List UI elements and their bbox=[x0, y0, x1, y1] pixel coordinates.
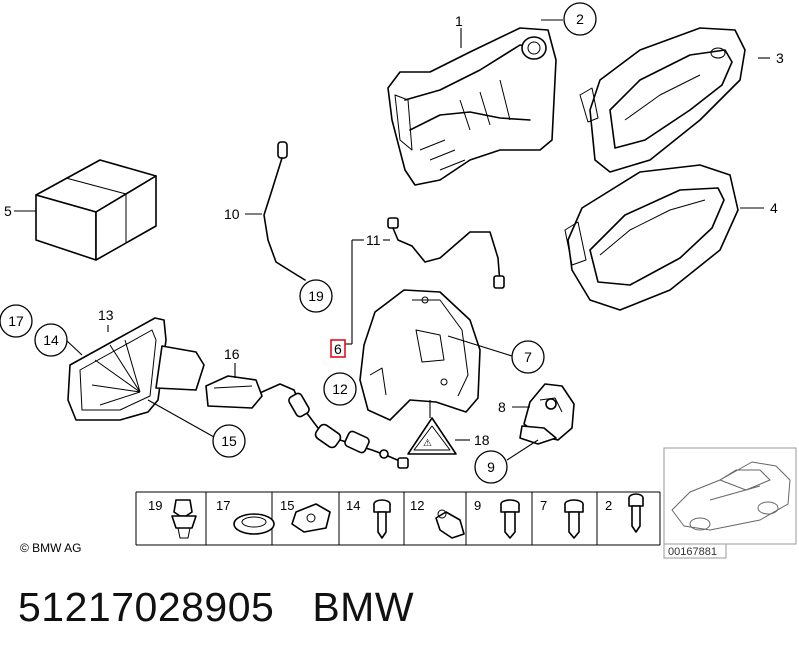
strip-part-12-holder bbox=[435, 509, 465, 539]
strip-label-12: 12 bbox=[410, 498, 424, 513]
strip-part-17-grommet bbox=[233, 513, 275, 535]
part-number: 51217028905 bbox=[18, 584, 275, 630]
car-thumbnail bbox=[663, 447, 797, 545]
label-7: 7 bbox=[524, 349, 532, 365]
part-18-warning-sticker: ⚠ bbox=[407, 400, 457, 455]
part-4-outer-handle bbox=[564, 164, 739, 311]
callout-14-circle bbox=[34, 323, 68, 357]
part-16-handle-lever bbox=[205, 375, 409, 469]
callout-19-circle bbox=[299, 279, 333, 313]
label-16: 16 bbox=[224, 346, 240, 362]
caption: 51217028905 BMW bbox=[18, 584, 414, 631]
part-3-outer-handle bbox=[579, 27, 746, 173]
label-3: 3 bbox=[776, 50, 784, 66]
callout-9-circle bbox=[474, 450, 508, 484]
part-8-striker bbox=[519, 383, 575, 445]
strip-label-7: 7 bbox=[540, 498, 547, 513]
strip-label-17: 17 bbox=[216, 498, 230, 513]
strip-label-2: 2 bbox=[605, 498, 612, 513]
part-5-box bbox=[35, 159, 157, 261]
strip-label-15: 15 bbox=[280, 498, 294, 513]
strip-part-19-clip bbox=[171, 499, 197, 539]
strip-part-15-nut bbox=[291, 503, 331, 533]
label-18: 18 bbox=[474, 432, 490, 448]
label-2: 2 bbox=[576, 11, 584, 27]
label-11: 11 bbox=[366, 232, 381, 248]
strip-label-14: 14 bbox=[346, 498, 360, 513]
label-12: 12 bbox=[332, 381, 348, 397]
copyright: © BMW AG bbox=[20, 541, 82, 555]
callout-12-circle bbox=[323, 372, 357, 406]
label-4: 4 bbox=[770, 200, 778, 216]
callout-15-circle bbox=[212, 424, 246, 458]
label-17: 17 bbox=[8, 313, 24, 329]
label-15: 15 bbox=[221, 433, 237, 449]
part-10-rod bbox=[263, 141, 306, 281]
highlight-box-6 bbox=[330, 339, 346, 358]
strip-label-9: 9 bbox=[474, 498, 481, 513]
label-13: 13 bbox=[98, 307, 114, 323]
callout-17-circle bbox=[0, 304, 33, 338]
label-14: 14 bbox=[43, 332, 59, 348]
strip-part-9-screw bbox=[500, 499, 520, 539]
strip-part-2-screw bbox=[628, 493, 644, 533]
label-9: 9 bbox=[487, 459, 495, 475]
part-11-cable bbox=[387, 217, 505, 289]
label-6: 6 bbox=[334, 341, 342, 357]
strip-label-19: 19 bbox=[148, 498, 162, 513]
callout-2-circle bbox=[563, 2, 597, 36]
label-5: 5 bbox=[4, 203, 12, 219]
callout-7-circle bbox=[511, 340, 545, 374]
part-6-lock bbox=[359, 289, 481, 421]
label-19: 19 bbox=[308, 288, 324, 304]
part-13-bezel bbox=[67, 317, 205, 421]
image-id: 00167881 bbox=[668, 546, 717, 558]
label-1: 1 bbox=[455, 13, 463, 29]
brand-name: BMW bbox=[312, 584, 415, 630]
parts-strip: 19 17 15 14 12 9 7 2 bbox=[135, 491, 661, 546]
part-1-handle-carrier bbox=[387, 27, 557, 186]
label-10: 10 bbox=[224, 206, 240, 222]
label-8: 8 bbox=[498, 399, 506, 415]
strip-part-7-screw bbox=[564, 499, 584, 539]
strip-part-14-screw bbox=[373, 499, 391, 539]
svg-text:⚠: ⚠ bbox=[423, 438, 432, 449]
